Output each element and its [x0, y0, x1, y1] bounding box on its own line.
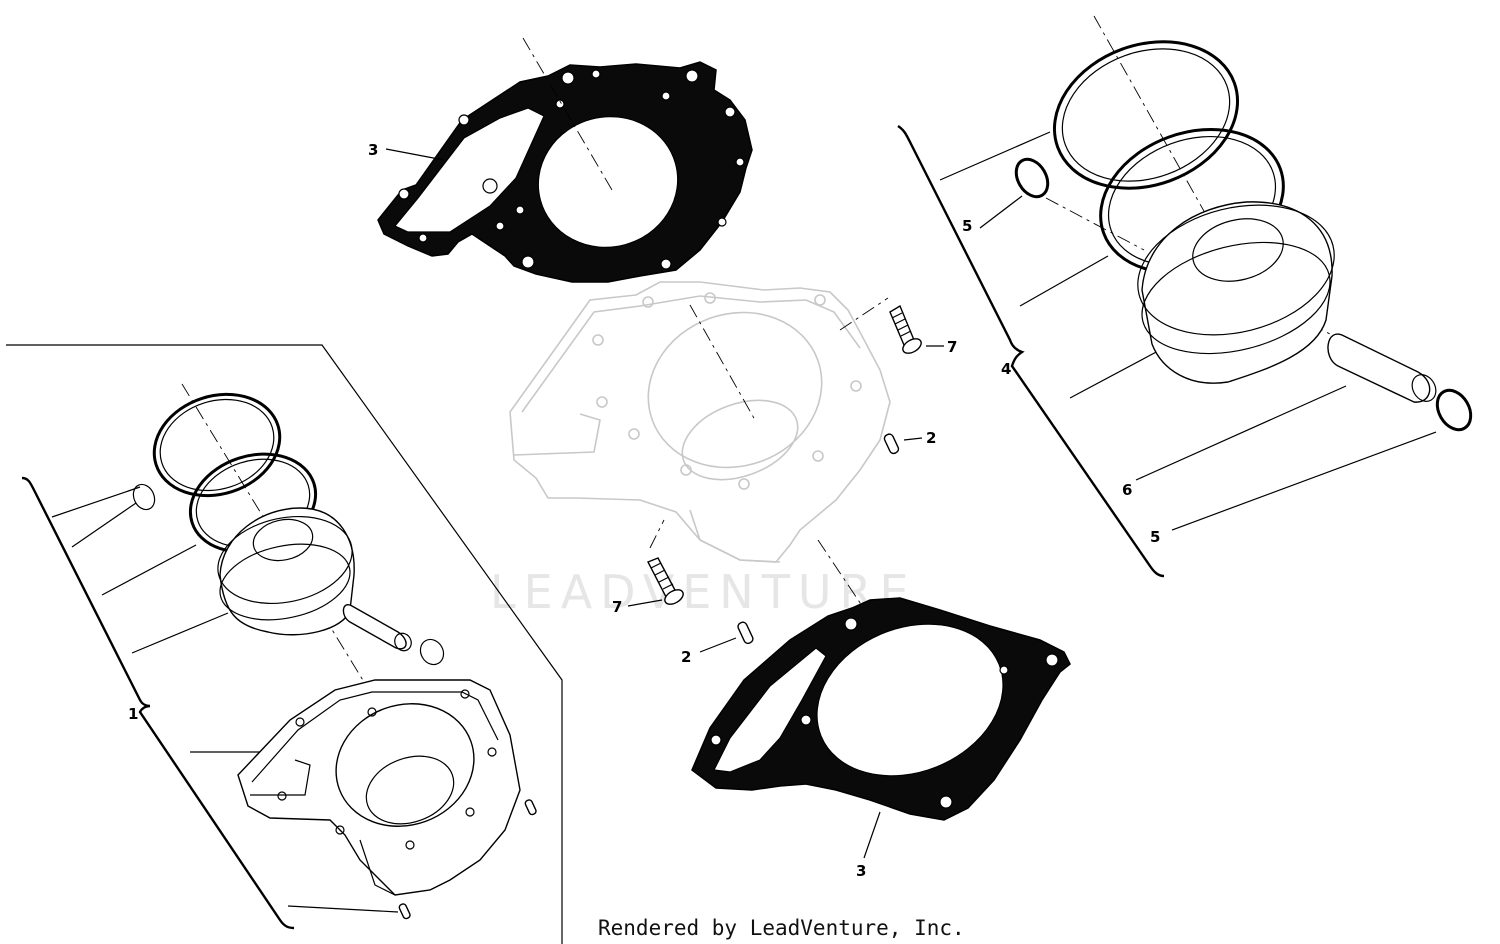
centerline	[522, 37, 613, 191]
leader	[287, 905, 399, 913]
left-kit-group: 1	[6, 344, 563, 944]
leader	[51, 486, 141, 518]
bottom-dowel-pin	[737, 621, 754, 645]
right-piston	[1137, 201, 1335, 384]
callout-7-top: 7	[947, 338, 957, 356]
leader	[939, 131, 1051, 181]
callout-4: 4	[1001, 360, 1011, 378]
main-cylinder-ghost	[509, 281, 891, 563]
left-pin-clip	[419, 638, 445, 666]
left-piston	[217, 507, 355, 636]
left-top-ring	[152, 392, 282, 498]
right-pin-clip	[1435, 388, 1473, 432]
centerline	[817, 539, 926, 701]
right-circlip-top	[1014, 157, 1050, 199]
leader	[627, 599, 663, 607]
centerline	[1045, 197, 1145, 251]
centerline	[689, 304, 756, 421]
rendered-by-footer: Rendered by LeadVenture, Inc.	[598, 916, 965, 940]
leader	[385, 148, 445, 161]
leader	[1069, 349, 1161, 399]
left-kit-frame-line	[6, 344, 563, 944]
centerline	[839, 297, 889, 331]
top-bolt	[889, 304, 922, 354]
left-dowel-pin	[524, 799, 537, 816]
callout-6: 6	[1122, 481, 1132, 499]
watermark-text: LEADVENTURE	[490, 565, 917, 619]
callout-5-bottom: 5	[1150, 528, 1160, 546]
leader	[979, 195, 1023, 229]
right-kit-group: 5 4 6 5	[897, 15, 1473, 578]
left-dowel-pin	[398, 903, 411, 920]
bottom-bolt	[647, 557, 684, 605]
callout-7-bottom: 7	[612, 598, 622, 616]
leader	[863, 811, 881, 859]
callout-2-top: 2	[926, 429, 936, 447]
top-head-gasket	[377, 61, 753, 283]
bottom-base-gasket	[691, 597, 1071, 821]
callout-5-top: 5	[962, 217, 972, 235]
right-top-ring	[1052, 40, 1240, 190]
leader	[1019, 255, 1109, 307]
callout-3-bottom: 3	[856, 862, 866, 880]
left-piston-pin	[342, 604, 412, 652]
callout-3-top: 3	[368, 141, 378, 159]
leader	[699, 637, 737, 653]
left-kit-bracket	[21, 476, 295, 930]
leader	[1135, 385, 1347, 481]
left-circlip	[132, 483, 156, 511]
right-kit-bracket	[897, 125, 1165, 578]
left-cylinder	[237, 679, 521, 896]
top-dowel-pin	[883, 433, 900, 455]
leader	[101, 544, 197, 596]
right-piston-pin	[1327, 333, 1437, 403]
centerline	[649, 519, 665, 549]
leader	[131, 612, 229, 654]
leader	[903, 437, 923, 441]
leader	[71, 502, 137, 548]
leader	[1171, 431, 1437, 531]
callout-2-bottom: 2	[681, 648, 691, 666]
callout-1: 1	[128, 705, 138, 723]
